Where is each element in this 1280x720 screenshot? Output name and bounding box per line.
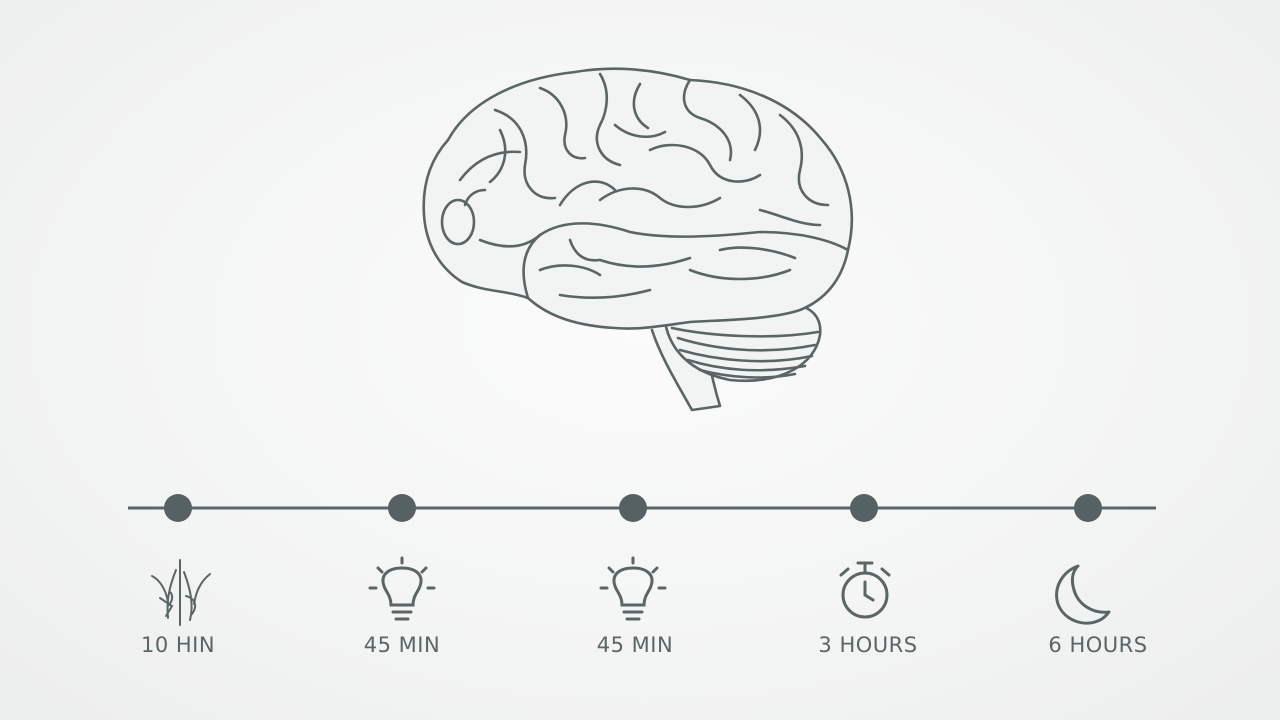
timeline-dot [1074,494,1102,522]
cerebellum [663,303,822,383]
cerebrum [422,67,854,330]
stage-label-5: 6 HOURS [1048,633,1148,657]
timeline-dot [619,494,647,522]
timeline-dot [164,494,192,522]
timeline-dot [850,494,878,522]
lightbulb-icon [599,556,667,621]
stage-label-3: 45 MIN [596,633,674,657]
stage-label-4: 3 HOURS [818,633,918,657]
brain-illustration [422,67,854,412]
timeline-dot [388,494,416,522]
stopwatch-icon [839,561,891,619]
stage-label-2: 45 MIN [363,633,441,657]
lightbulb-icon [368,556,436,621]
stage-label-1: 10 HIN [140,633,216,657]
sketchy-plant-icon [151,559,211,626]
crescent-moon-icon [1055,564,1111,625]
